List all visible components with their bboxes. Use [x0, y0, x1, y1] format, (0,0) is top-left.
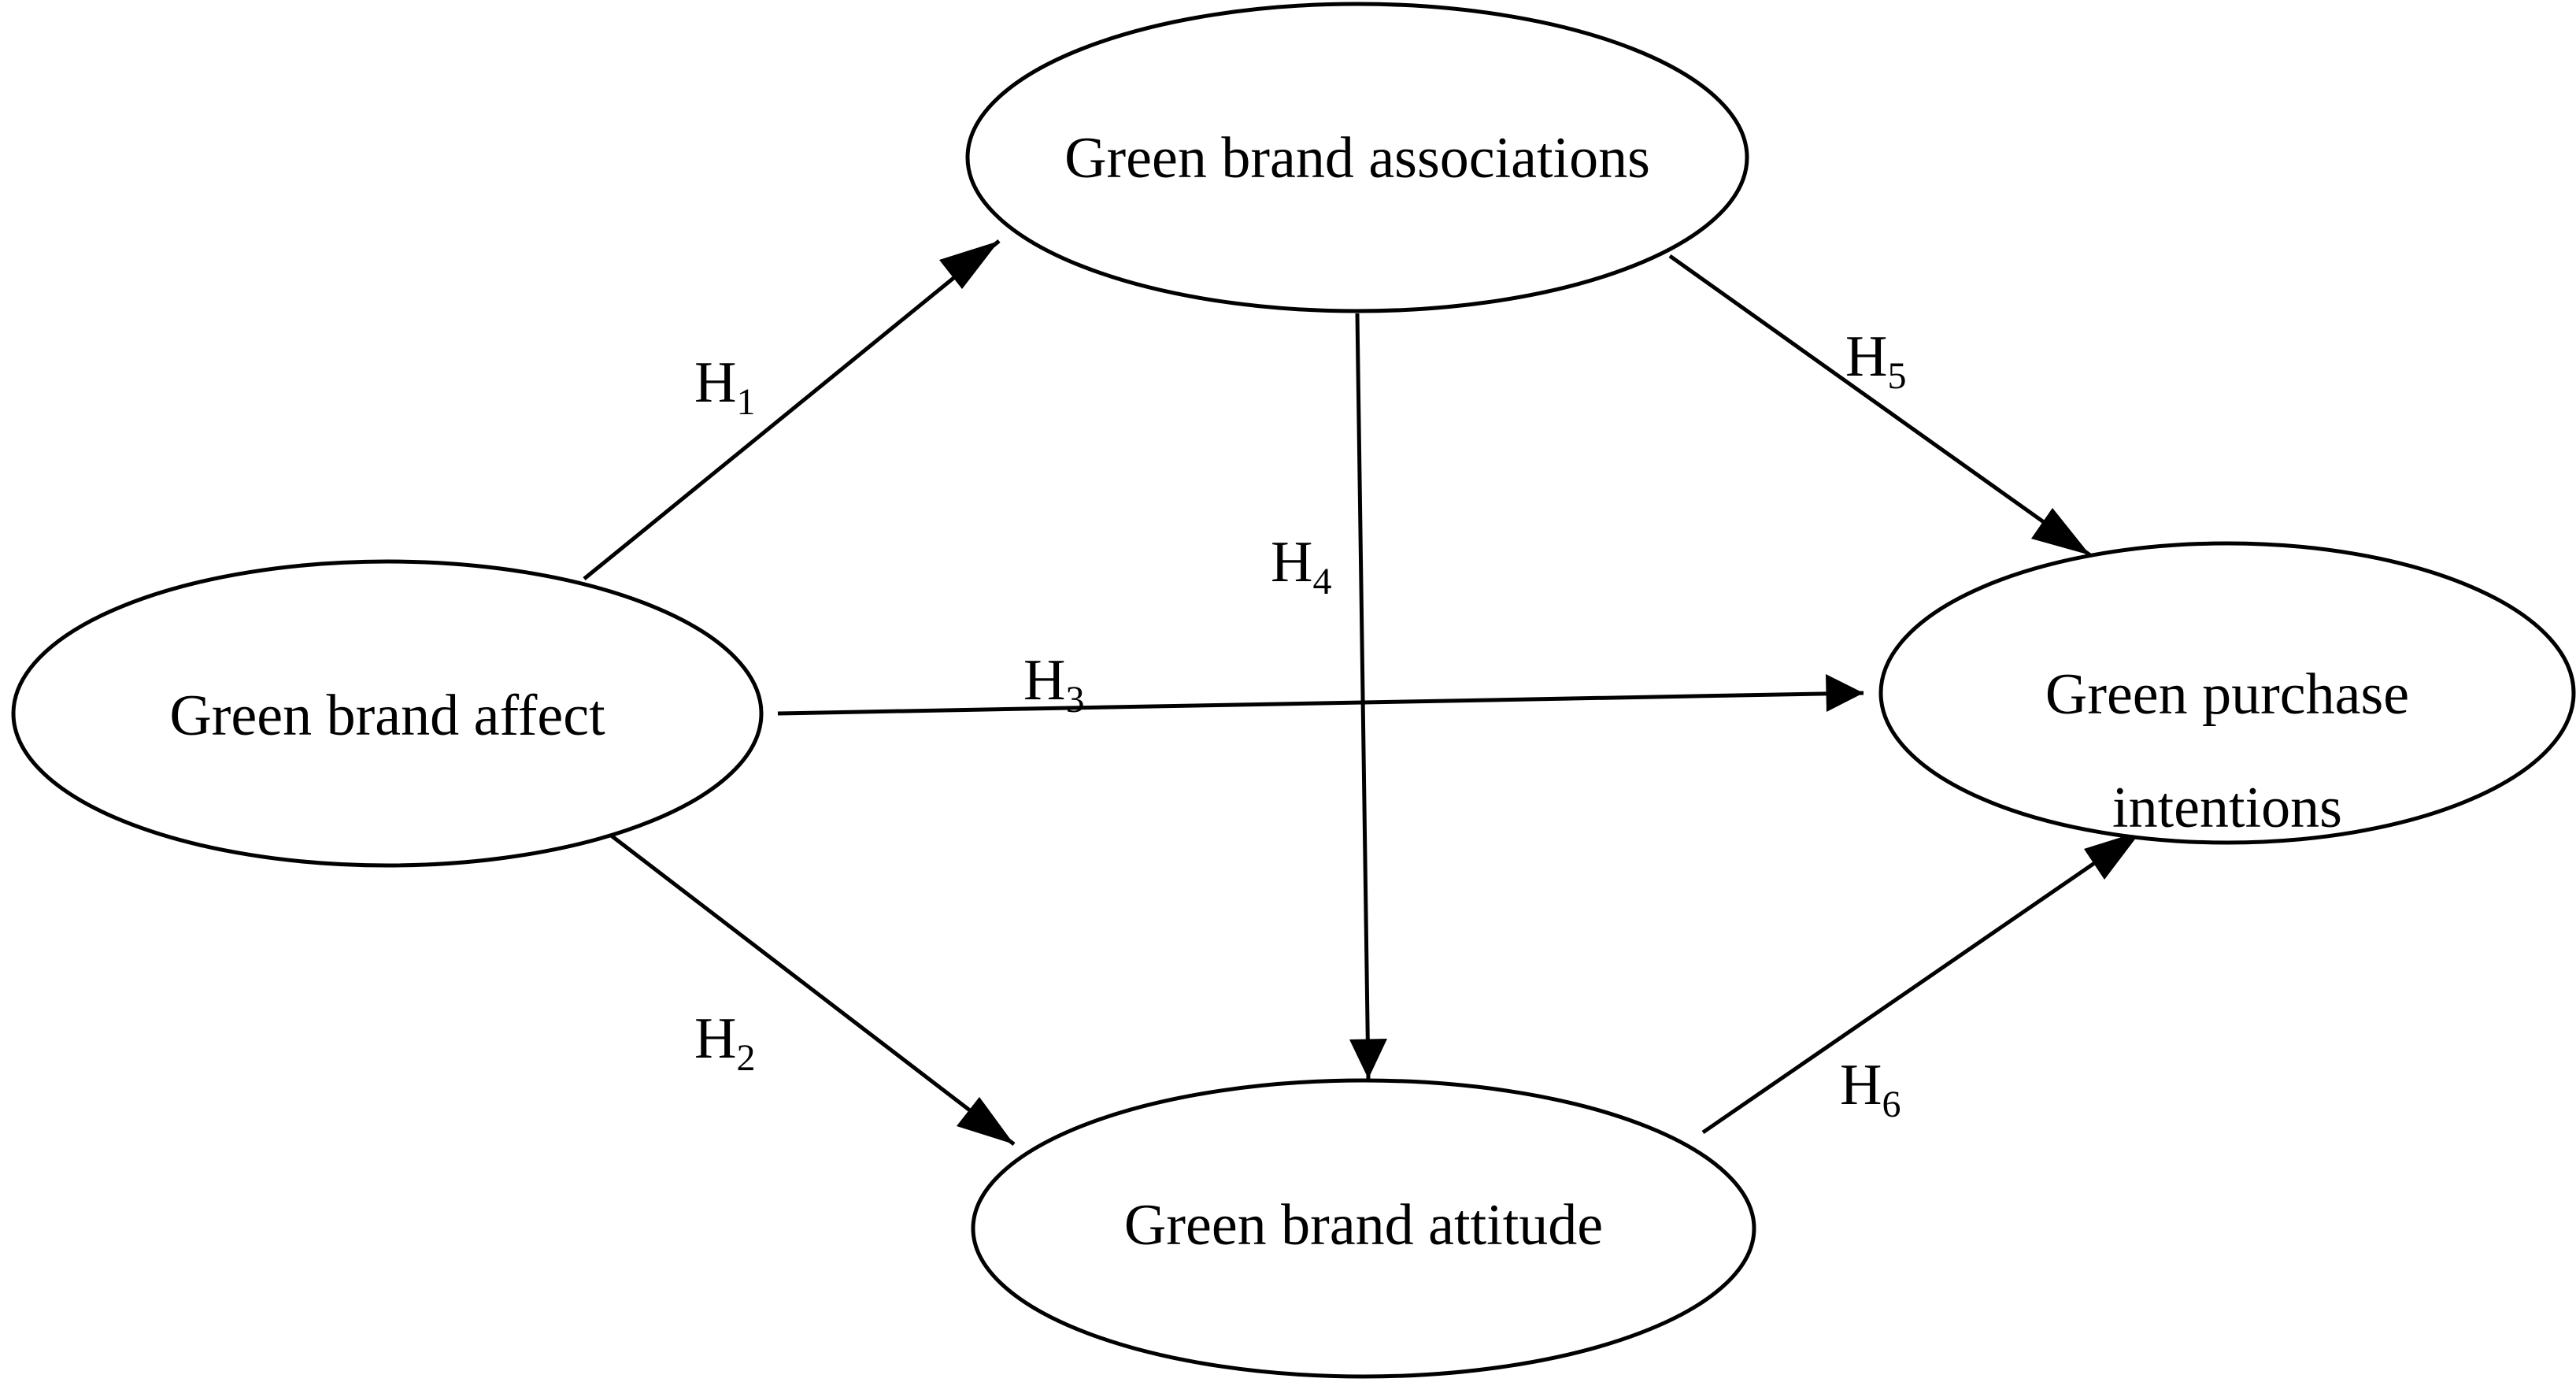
node-green-brand-associations: Green brand associations [965, 2, 1749, 313]
edge-h3-affect-to-intentions [777, 691, 1864, 716]
arrowhead-h1 [939, 241, 999, 289]
edge-h5-associations-to-intentions [1668, 254, 2092, 558]
edge-h6-attitude-to-intentions [1701, 828, 2143, 1135]
hypothesis-label-h3: H3 [1023, 648, 1084, 721]
node-label-attitude: Green brand attitude [1124, 1193, 1603, 1258]
arrowhead-h4 [1349, 1039, 1387, 1079]
node-green-purchase-intentions: Green purchase intentions [1878, 541, 2576, 845]
node-label-intentions-line2: intentions [2112, 776, 2342, 840]
node-label-intentions-line1: Green purchase [2045, 662, 2409, 727]
edge-h1-affect-to-associations [583, 239, 1001, 580]
node-label-associations: Green brand associations [1064, 126, 1650, 191]
hypothesis-label-h2: H2 [694, 1006, 755, 1079]
arrowhead-h5 [2031, 508, 2090, 555]
edge-h2-affect-to-attitude [605, 831, 1016, 1146]
hypothesis-label-h4: H4 [1271, 530, 1331, 602]
node-green-brand-affect: Green brand affect [11, 559, 764, 868]
node-label-affect: Green brand affect [169, 684, 605, 748]
hypothesis-label-h1: H1 [694, 350, 755, 423]
hypothesis-label-h6: H6 [1840, 1053, 1901, 1125]
node-green-brand-attitude: Green brand attitude [971, 1078, 1756, 1379]
arrowhead-h2 [957, 1097, 1014, 1144]
edge-h4-associations-to-attitude [1355, 313, 1371, 1080]
hypothesis-label-h5: H5 [1845, 324, 1906, 397]
arrowhead-h3 [1826, 674, 1864, 712]
arrowhead-h6 [2084, 831, 2141, 880]
